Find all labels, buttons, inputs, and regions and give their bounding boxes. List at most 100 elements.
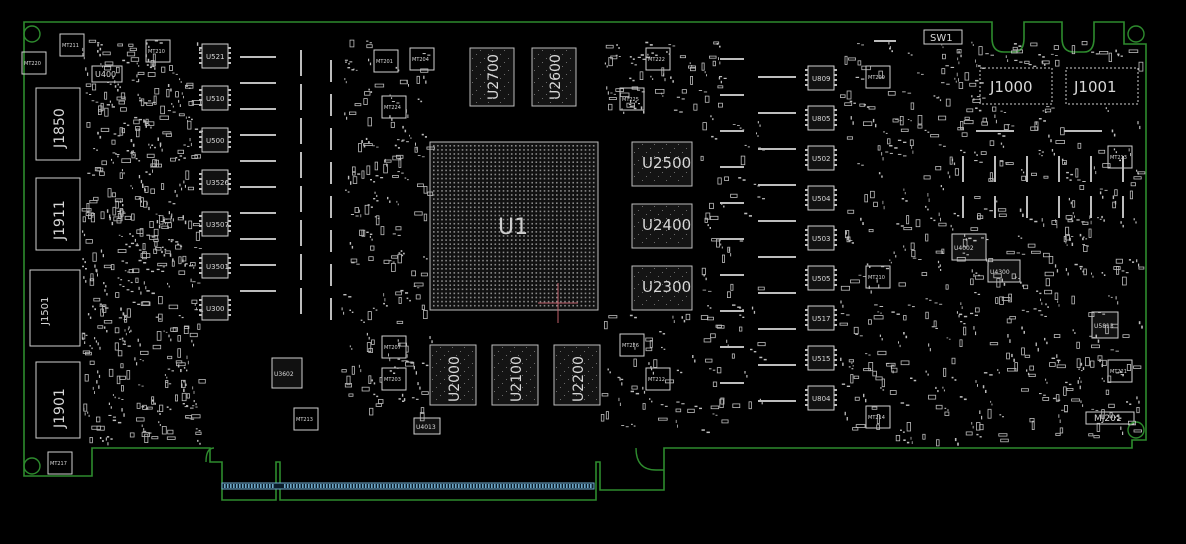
svg-text:MT224: MT224	[384, 105, 401, 111]
svg-text:U515: U515	[812, 355, 830, 363]
misc-test-point-7: MT217	[47, 451, 73, 475]
svg-text:MT210: MT210	[868, 275, 885, 281]
connector-j1911: J1911	[35, 177, 81, 251]
vrm-u804: U804	[805, 385, 837, 411]
misc-test-point-2: MT213	[293, 407, 319, 431]
label-mj201: MJ201	[1085, 411, 1135, 425]
connector-j1850: J1850	[35, 87, 81, 161]
svg-text:U805: U805	[812, 115, 830, 123]
svg-text:MJ201: MJ201	[1094, 414, 1122, 424]
svg-text:U4013: U4013	[416, 424, 436, 431]
svg-text:MT213: MT213	[296, 417, 313, 423]
svg-text:U500: U500	[206, 137, 224, 145]
inductor-strips	[240, 40, 1124, 402]
misc-test-point-0: MT207	[381, 335, 407, 359]
test-point-1: MT210	[145, 39, 171, 63]
svg-text:U804: U804	[812, 395, 831, 403]
vrm-u500: U500	[199, 127, 231, 153]
svg-text:U4002: U4002	[954, 245, 974, 252]
svg-text:U3507: U3507	[206, 221, 229, 229]
vrm-u510: U510	[199, 85, 231, 111]
svg-text:MT226: MT226	[622, 343, 639, 349]
svg-text:U2000: U2000	[447, 356, 463, 402]
bottom-notch-left	[205, 447, 215, 463]
svg-text:U2400: U2400	[642, 216, 691, 234]
connector-j1000: J1000	[979, 67, 1053, 105]
misc-test-point-5: MT214	[865, 405, 891, 429]
svg-text:J1000: J1000	[989, 78, 1033, 96]
mounting-holes	[23, 25, 1145, 475]
test-point-0: MT211	[59, 33, 85, 57]
svg-text:U2600: U2600	[548, 54, 564, 100]
svg-text:U2700: U2700	[486, 54, 502, 100]
svg-text:MT214: MT214	[868, 415, 885, 421]
test-point-8: MT209	[865, 65, 891, 89]
switch-sw1: SW1	[923, 29, 963, 45]
gpu-label: U1	[498, 215, 528, 240]
svg-text:U2300: U2300	[642, 278, 691, 296]
svg-text:U3526: U3526	[206, 179, 229, 187]
svg-text:U4300: U4300	[990, 269, 1010, 276]
svg-text:J1850: J1850	[52, 108, 68, 149]
misc-test-point-6: MT210	[865, 265, 891, 289]
svg-text:MT207: MT207	[384, 345, 401, 351]
vrm-u505: U505	[805, 265, 837, 291]
connector-j1001: J1001	[1065, 67, 1139, 105]
svg-text:MT221: MT221	[1110, 369, 1127, 375]
svg-text:U2500: U2500	[642, 154, 691, 172]
chip-u400: U400	[91, 65, 123, 83]
svg-text:MT201: MT201	[376, 59, 393, 65]
vrm-u502: U502	[805, 145, 837, 171]
svg-text:J1501: J1501	[40, 297, 51, 326]
svg-text:U502: U502	[812, 155, 830, 163]
ic-u5813: U5813	[1091, 311, 1119, 339]
passive-components	[81, 39, 1146, 447]
gpu-ball-grid	[433, 145, 595, 307]
svg-text:MT212: MT212	[648, 377, 665, 383]
svg-text:U2100: U2100	[509, 356, 525, 402]
svg-text:MT222: MT222	[648, 57, 665, 63]
mount-test-points: MT211MT210MT220MT201MT204MT224MT222MT225…	[21, 33, 1133, 475]
svg-text:MT209: MT209	[868, 75, 885, 81]
svg-text:MT210: MT210	[148, 49, 165, 55]
connector-j1501: J1501	[29, 269, 81, 347]
svg-text:U517: U517	[812, 315, 830, 323]
vrm-u517: U517	[805, 305, 837, 331]
svg-text:U521: U521	[206, 53, 224, 61]
pcie-fingers	[224, 484, 592, 488]
board-outline	[23, 21, 1147, 501]
svg-text:MT217: MT217	[50, 461, 67, 467]
svg-text:J1901: J1901	[52, 388, 68, 429]
vrm-u521: U521	[199, 43, 231, 69]
vrm-u504: U504	[805, 185, 837, 211]
misc-test-point-4: MT212	[645, 367, 671, 391]
mem-chip-u2500: U2500	[631, 141, 693, 187]
svg-text:J1001: J1001	[1073, 78, 1117, 96]
svg-text:SW1: SW1	[930, 33, 953, 44]
misc-test-point-1: MT203	[381, 367, 407, 391]
svg-text:U505: U505	[812, 275, 830, 283]
mem-chip-u2600: U2600	[531, 47, 577, 107]
svg-text:U3602: U3602	[274, 371, 294, 378]
vrm-u300: U300	[199, 295, 231, 321]
svg-text:MT211: MT211	[62, 43, 79, 49]
vrm-u3507: U3507	[199, 211, 231, 237]
mem-chip-u2700: U2700	[469, 47, 515, 107]
vrm-u3526: U3526	[199, 169, 231, 195]
svg-text:U300: U300	[206, 305, 224, 313]
svg-text:U5813: U5813	[1094, 323, 1114, 330]
test-point-2: MT220	[21, 51, 47, 75]
svg-text:MT220: MT220	[24, 61, 41, 67]
svg-text:MT203: MT203	[384, 377, 401, 383]
ic-u4013: U4013	[413, 417, 441, 435]
vrm-u3501: U3501	[199, 253, 231, 279]
svg-text:U504: U504	[812, 195, 831, 203]
svg-text:U503: U503	[812, 235, 830, 243]
svg-text:MT204: MT204	[412, 57, 429, 63]
ic-u3602: U3602	[271, 357, 303, 389]
vrm-u805: U805	[805, 105, 837, 131]
connector-j1901: J1901	[35, 361, 81, 439]
bottom-notch-right	[635, 447, 664, 471]
